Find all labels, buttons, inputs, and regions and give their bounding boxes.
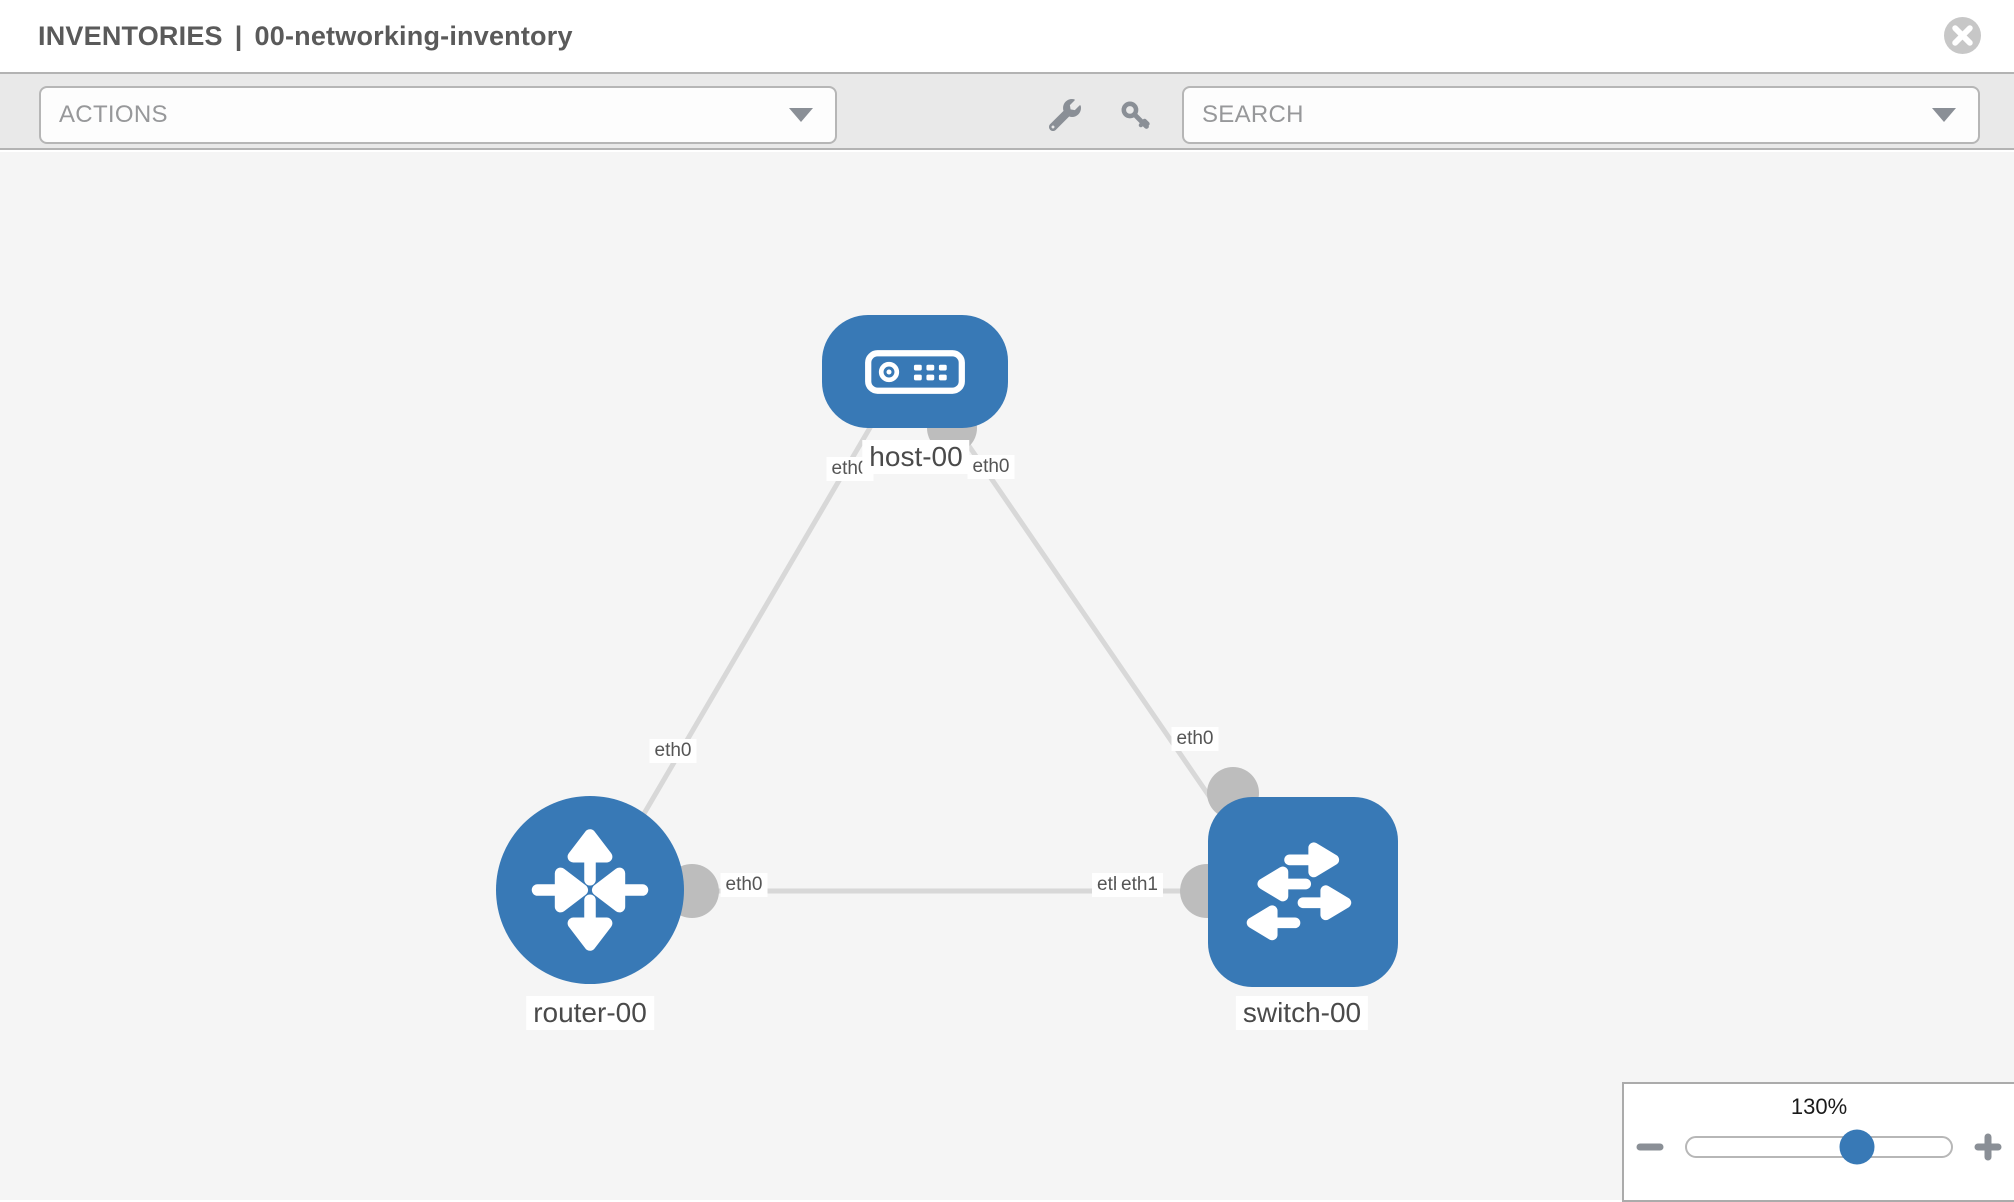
actions-dropdown-label: ACTIONS (59, 101, 168, 128)
breadcrumb-root: INVENTORIES (38, 20, 223, 51)
iface-label: eth1 (1116, 873, 1163, 897)
switch-icon (1246, 842, 1352, 941)
iface-label: eth0 (1171, 727, 1219, 751)
inventory-name: 00-networking-inventory (254, 20, 573, 51)
node-host-00[interactable] (822, 315, 1008, 428)
port-connectors (665, 403, 1259, 918)
chevron-down-icon (1932, 108, 1956, 122)
iface-label: eth0 (649, 739, 697, 763)
chevron-down-icon (789, 108, 813, 122)
iface-label: eth0 (720, 873, 768, 897)
page-title: INVENTORIES | 00-networking-inventory (38, 0, 573, 72)
search-dropdown[interactable]: SEARCH (1182, 86, 1980, 144)
page-header: INVENTORIES | 00-networking-inventory (0, 0, 2014, 72)
zoom-panel: 130% (1622, 1082, 2014, 1202)
zoom-slider-row (1624, 1129, 2014, 1165)
minus-icon (1636, 1143, 1664, 1151)
toolbar: ACTIONS SEARCH (0, 72, 2014, 150)
zoom-slider-track[interactable] (1685, 1129, 1953, 1165)
node-label-router-00: router-00 (526, 996, 654, 1030)
topology-edges-layer (594, 403, 1303, 918)
zoom-out-button[interactable] (1633, 1130, 1667, 1164)
wrench-icon (1049, 99, 1081, 131)
breadcrumb-separator: | (234, 20, 243, 51)
zoom-in-button[interactable] (1971, 1130, 2005, 1164)
node-router-00[interactable] (496, 796, 684, 984)
credentials-button[interactable] (1106, 86, 1164, 144)
node-label-host-00: host-00 (862, 440, 970, 474)
topology-canvas: eth0 eth0 eth0 eth0 eth0 eth0 eth1 host-… (0, 152, 2014, 1200)
actions-dropdown[interactable]: ACTIONS (39, 86, 837, 144)
node-switch-00[interactable] (1208, 797, 1398, 987)
node-label-switch-00: switch-00 (1235, 996, 1369, 1030)
close-icon (1952, 25, 1973, 46)
host-server-icon (865, 349, 965, 394)
key-icon (1121, 101, 1150, 129)
edge-lines (594, 411, 1303, 897)
zoom-level-value: 130% (1790, 1094, 1848, 1119)
edge-host-switch (944, 411, 1245, 847)
tools-button[interactable] (1036, 86, 1094, 144)
search-dropdown-label: SEARCH (1202, 101, 1304, 128)
router-icon (531, 829, 649, 951)
plus-icon (1974, 1133, 2002, 1161)
iface-label: eth0 (967, 455, 1015, 479)
zoom-slider-thumb[interactable] (1839, 1129, 1875, 1165)
close-button[interactable] (1944, 17, 1981, 54)
